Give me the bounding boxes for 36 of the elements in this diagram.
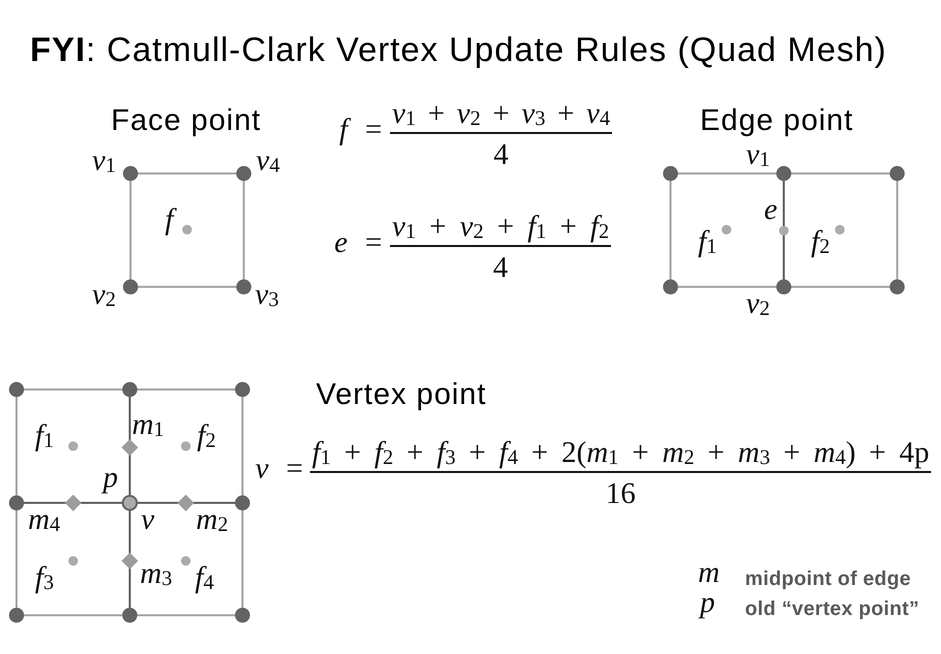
legend-symbol: p [700, 588, 715, 618]
variable-label: m$_{4}$ [28, 505, 60, 535]
formula-lhs: f = [339, 115, 382, 145]
variable-label: p [103, 463, 118, 493]
variable-label: f$_{4}$ [195, 563, 214, 593]
variable-label: f$_{1}$ [698, 227, 717, 257]
variable-label: f$_{2}$ [811, 227, 830, 257]
formula-numerator: v$_{1}$ + v$_{2}$ + f$_{1}$ + f$_{2}$ [392, 212, 610, 242]
slide-title: FYI: Catmull-Clark Vertex Update Rules (Quad Mesh) [30, 33, 887, 67]
variable-label: m$_{2}$ [196, 505, 228, 535]
variable-label: v$_{1}$ [92, 146, 116, 176]
variable-label: v$_{3}$ [255, 280, 279, 310]
formula-numerator: f$_{1}$ + f$_{2}$ + f$_{3}$ + f$_{4}$ + 2(m$_{1}$ + m$_{2}$ + m$_{3}$ + m$_{4}$) + 4p [312, 438, 930, 468]
formula-lhs: v = [255, 454, 303, 484]
variable-label: f$_{2}$ [197, 421, 216, 451]
variable-label: v [141, 505, 154, 535]
variable-label: v$_{1}$ [746, 140, 770, 170]
formula-lhs: e = [334, 228, 382, 258]
variable-label: f$_{1}$ [35, 421, 54, 451]
section-heading: Face point [111, 106, 262, 136]
legend-symbol: m [698, 558, 720, 588]
formula-denominator: 4 [493, 253, 508, 283]
variable-label: m$_{3}$ [140, 559, 172, 589]
variable-label: v$_{4}$ [256, 146, 280, 176]
variable-label: v$_{2}$ [746, 289, 770, 319]
variable-label: f$_{3}$ [35, 563, 54, 593]
variable-label: e [764, 195, 778, 225]
legend-description: midpoint of edge [745, 569, 911, 589]
section-heading: Edge point [700, 106, 854, 136]
section-heading: Vertex point [316, 380, 486, 410]
legend-description: old “vertex point” [745, 599, 920, 619]
formula-denominator: 4 [494, 140, 509, 170]
variable-label: m$_{1}$ [132, 410, 164, 440]
formula-denominator: 16 [606, 479, 636, 509]
variable-label: v$_{2}$ [92, 280, 116, 310]
formula-numerator: v$_{1}$ + v$_{2}$ + v$_{3}$ + v$_{4}$ [392, 99, 610, 129]
